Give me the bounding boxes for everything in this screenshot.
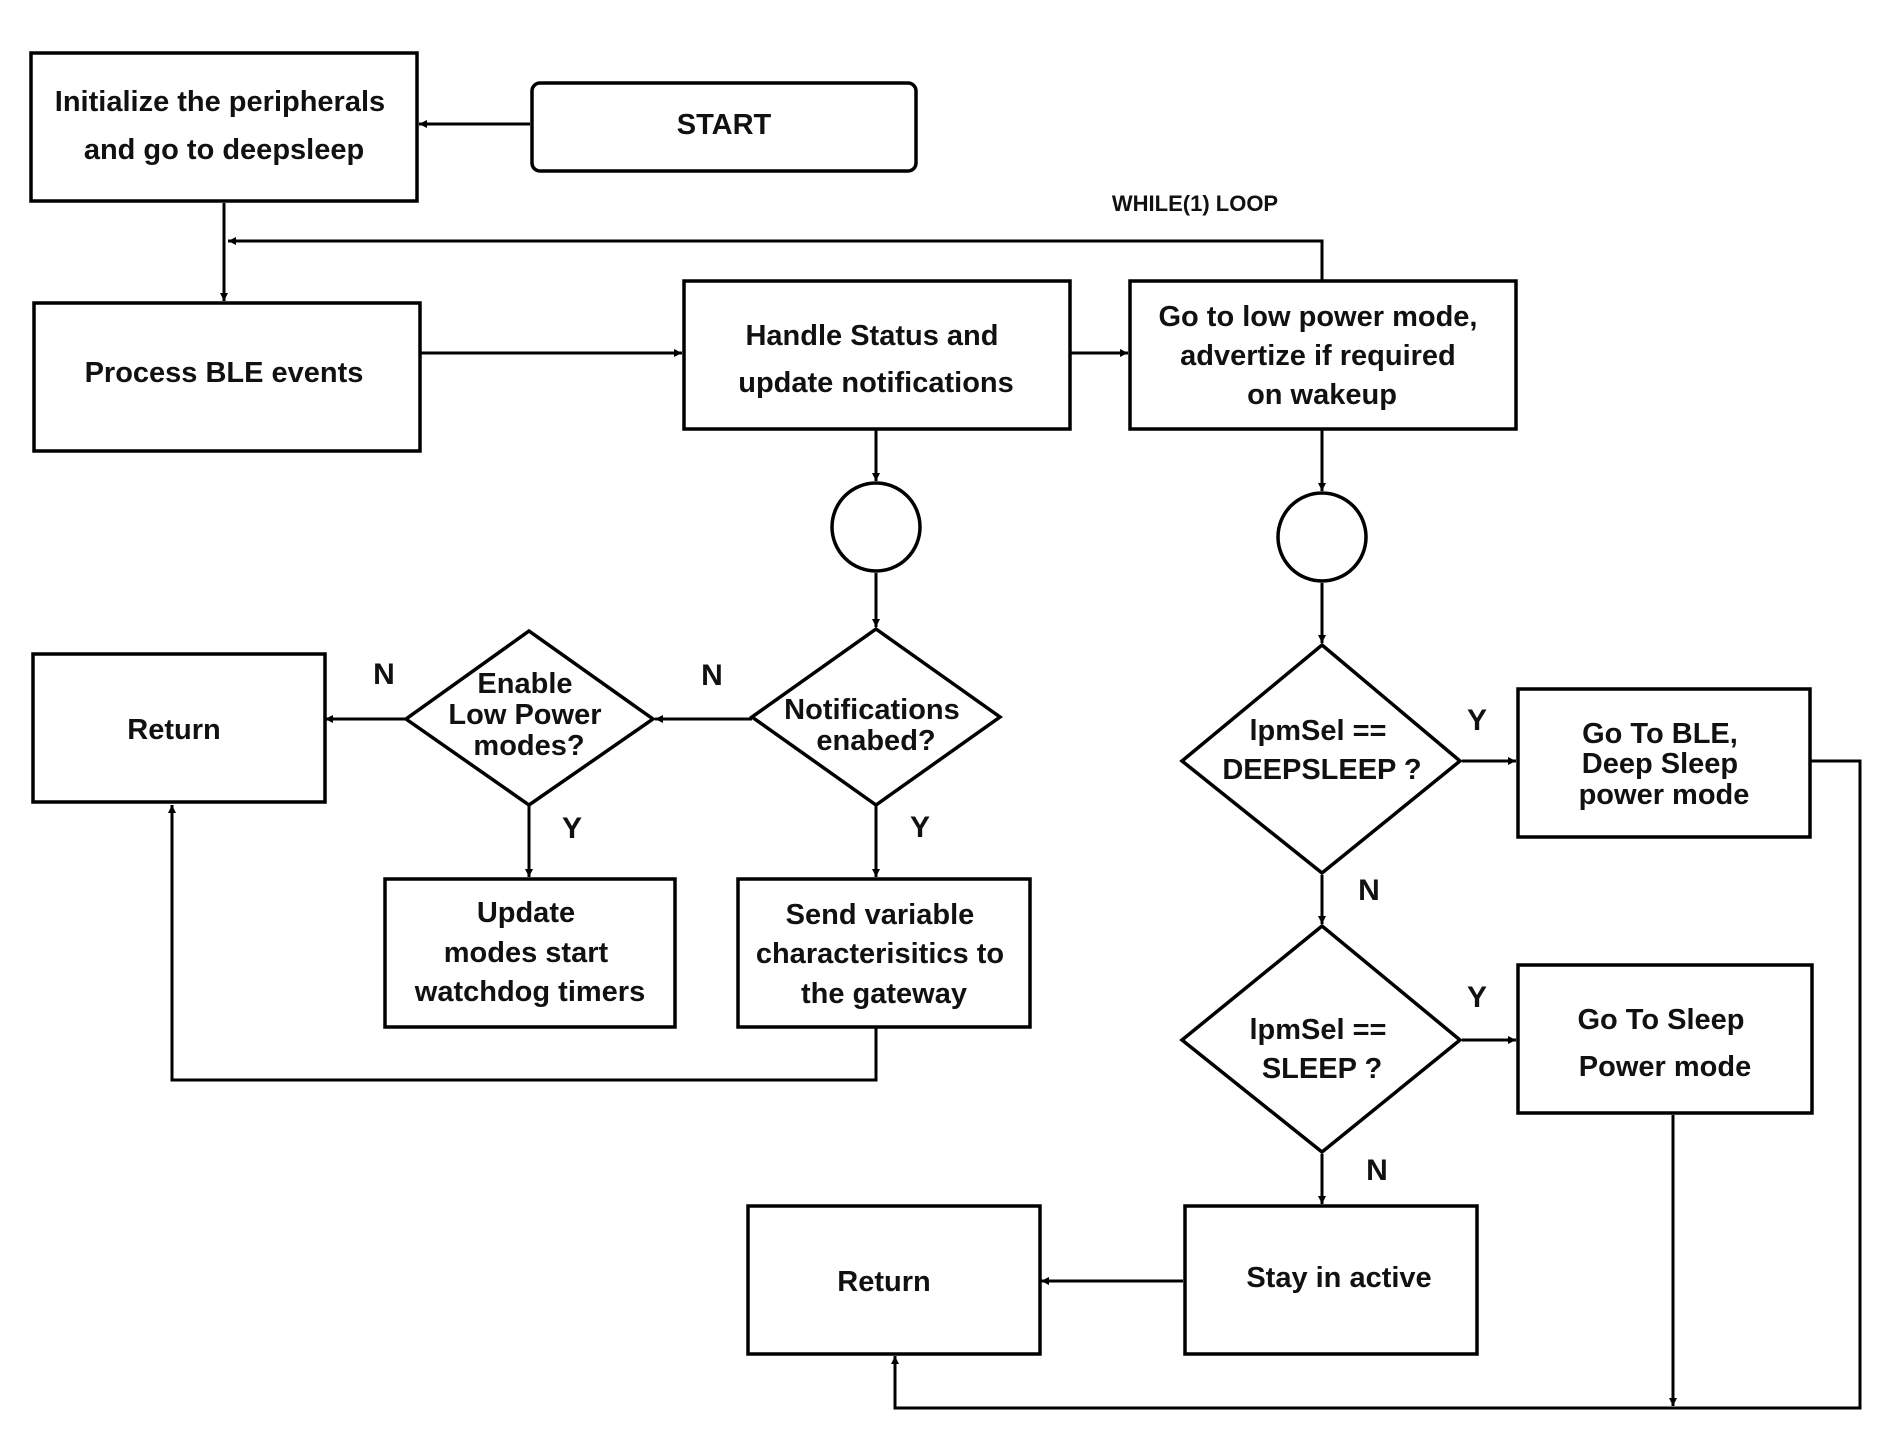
return-bottom-node: Return: [746, 1204, 1042, 1356]
send-variable-node: Send variable characterisitics to the ga…: [736, 877, 1032, 1029]
stay-active-label: Stay in active: [1246, 1262, 1431, 1294]
branch-labels: N N Y Y Y N Y N: [373, 658, 1487, 1187]
low-power-label: Go to low power mode, advertize if requi…: [1158, 301, 1485, 411]
return-left-node: Return: [31, 652, 327, 804]
go-sleep-label: Go To Sleep Power mode: [1577, 1004, 1752, 1083]
enable-low-power-decision: Enable Low Power modes?: [402, 628, 657, 808]
label-yes-sleep: Y: [1467, 981, 1487, 1014]
process-ble-node: Process BLE events: [32, 301, 422, 453]
process-ble-label: Process BLE events: [85, 357, 364, 389]
update-modes-label: Update modes start watchdog timers: [414, 897, 645, 1008]
low-power-node: Go to low power mode, advertize if requi…: [1128, 279, 1518, 431]
send-variable-label: Send variable characterisitics to the ga…: [756, 899, 1012, 1010]
label-no-sleep: N: [1366, 1154, 1388, 1187]
arrow-ble-deepsleep-to-return: [891, 759, 1862, 1410]
init-node: Initialize the peripherals and go to dee…: [29, 51, 419, 203]
start-node: START: [530, 81, 918, 173]
while-loop-connector: [228, 237, 1324, 284]
stay-active-node: Stay in active: [1183, 1204, 1479, 1356]
label-yes-deepsleep: Y: [1467, 704, 1487, 737]
go-ble-deepsleep-label: Go To BLE, Deep Sleep power mode: [1579, 718, 1750, 811]
label-no-notifications: N: [701, 659, 723, 692]
lpm-sleep-decision: lpmSel == SLEEP ?: [1179, 923, 1463, 1155]
handle-status-node: Handle Status and update notifications: [682, 279, 1072, 431]
label-no-enable-low-power: N: [373, 658, 395, 691]
start-label: START: [677, 109, 772, 141]
init-label: Initialize the peripherals and go to dee…: [55, 86, 393, 166]
connectors: [168, 120, 1862, 1410]
lpm-deepsleep-label: lpmSel == DEEPSLEEP ?: [1222, 715, 1421, 786]
handle-status-label: Handle Status and update notifications: [738, 320, 1014, 399]
arrow-send-to-return: [168, 805, 878, 1082]
go-sleep-node: Go To Sleep Power mode: [1516, 963, 1814, 1115]
label-yes-enable-low-power: Y: [562, 812, 582, 845]
enable-low-power-label: Enable Low Power modes?: [448, 668, 609, 762]
while-loop-label: WHILE(1) LOOP: [1112, 191, 1278, 216]
label-yes-notifications: Y: [910, 811, 930, 844]
label-no-deepsleep: N: [1358, 874, 1380, 907]
update-modes-node: Update modes start watchdog timers: [383, 877, 677, 1029]
lpm-sleep-label: lpmSel == SLEEP ?: [1249, 1014, 1394, 1085]
lpm-deepsleep-decision: lpmSel == DEEPSLEEP ?: [1179, 642, 1463, 876]
return-left-label: Return: [127, 714, 220, 746]
notifications-enabled-label: Notifications enabed?: [784, 694, 968, 757]
connector-circle-left: [830, 481, 922, 573]
go-ble-deepsleep-node: Go To BLE, Deep Sleep power mode: [1516, 687, 1812, 839]
notifications-enabled-decision: Notifications enabed?: [748, 626, 1004, 808]
connector-circle-right: [1276, 491, 1368, 583]
return-bottom-label: Return: [837, 1266, 930, 1298]
